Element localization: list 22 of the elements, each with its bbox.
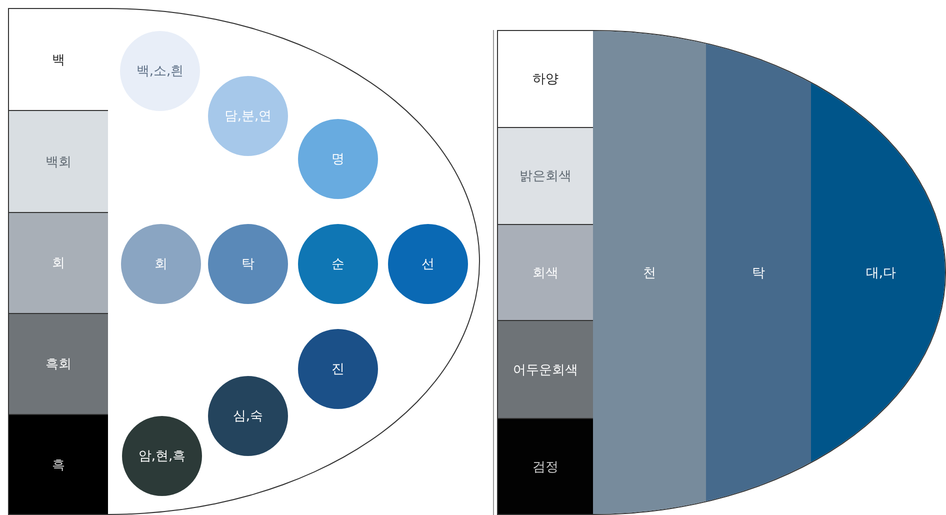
color-circle: 담,분,연 (208, 76, 288, 156)
color-swatch-cell: 회색 (497, 224, 594, 321)
color-band: 천 (593, 31, 706, 514)
half-ellipse-outline (593, 30, 946, 515)
color-circle: 선 (388, 224, 468, 304)
color-circle: 탁 (208, 224, 288, 304)
color-circle: 회 (121, 224, 201, 304)
color-swatch-cell: 검정 (497, 418, 594, 515)
color-swatch-cell: 백 (8, 8, 109, 111)
color-circle: 진 (298, 329, 378, 409)
color-circle: 명 (298, 119, 378, 199)
color-swatch-cell: 하양 (497, 30, 594, 128)
color-circle: 암,현,흑 (122, 416, 202, 496)
color-circle: 백,소,흰 (120, 31, 200, 111)
color-swatch-cell: 밝은회색 (497, 127, 594, 225)
color-swatch-cell: 백회 (8, 110, 109, 213)
color-swatch-cell: 어두운회색 (497, 320, 594, 419)
color-swatch-cell: 흑회 (8, 313, 109, 415)
color-circle: 순 (298, 224, 378, 304)
color-swatch-cell: 흑 (8, 414, 109, 515)
color-swatch-cell: 회 (8, 212, 109, 314)
color-circle: 심,숙 (208, 376, 288, 456)
